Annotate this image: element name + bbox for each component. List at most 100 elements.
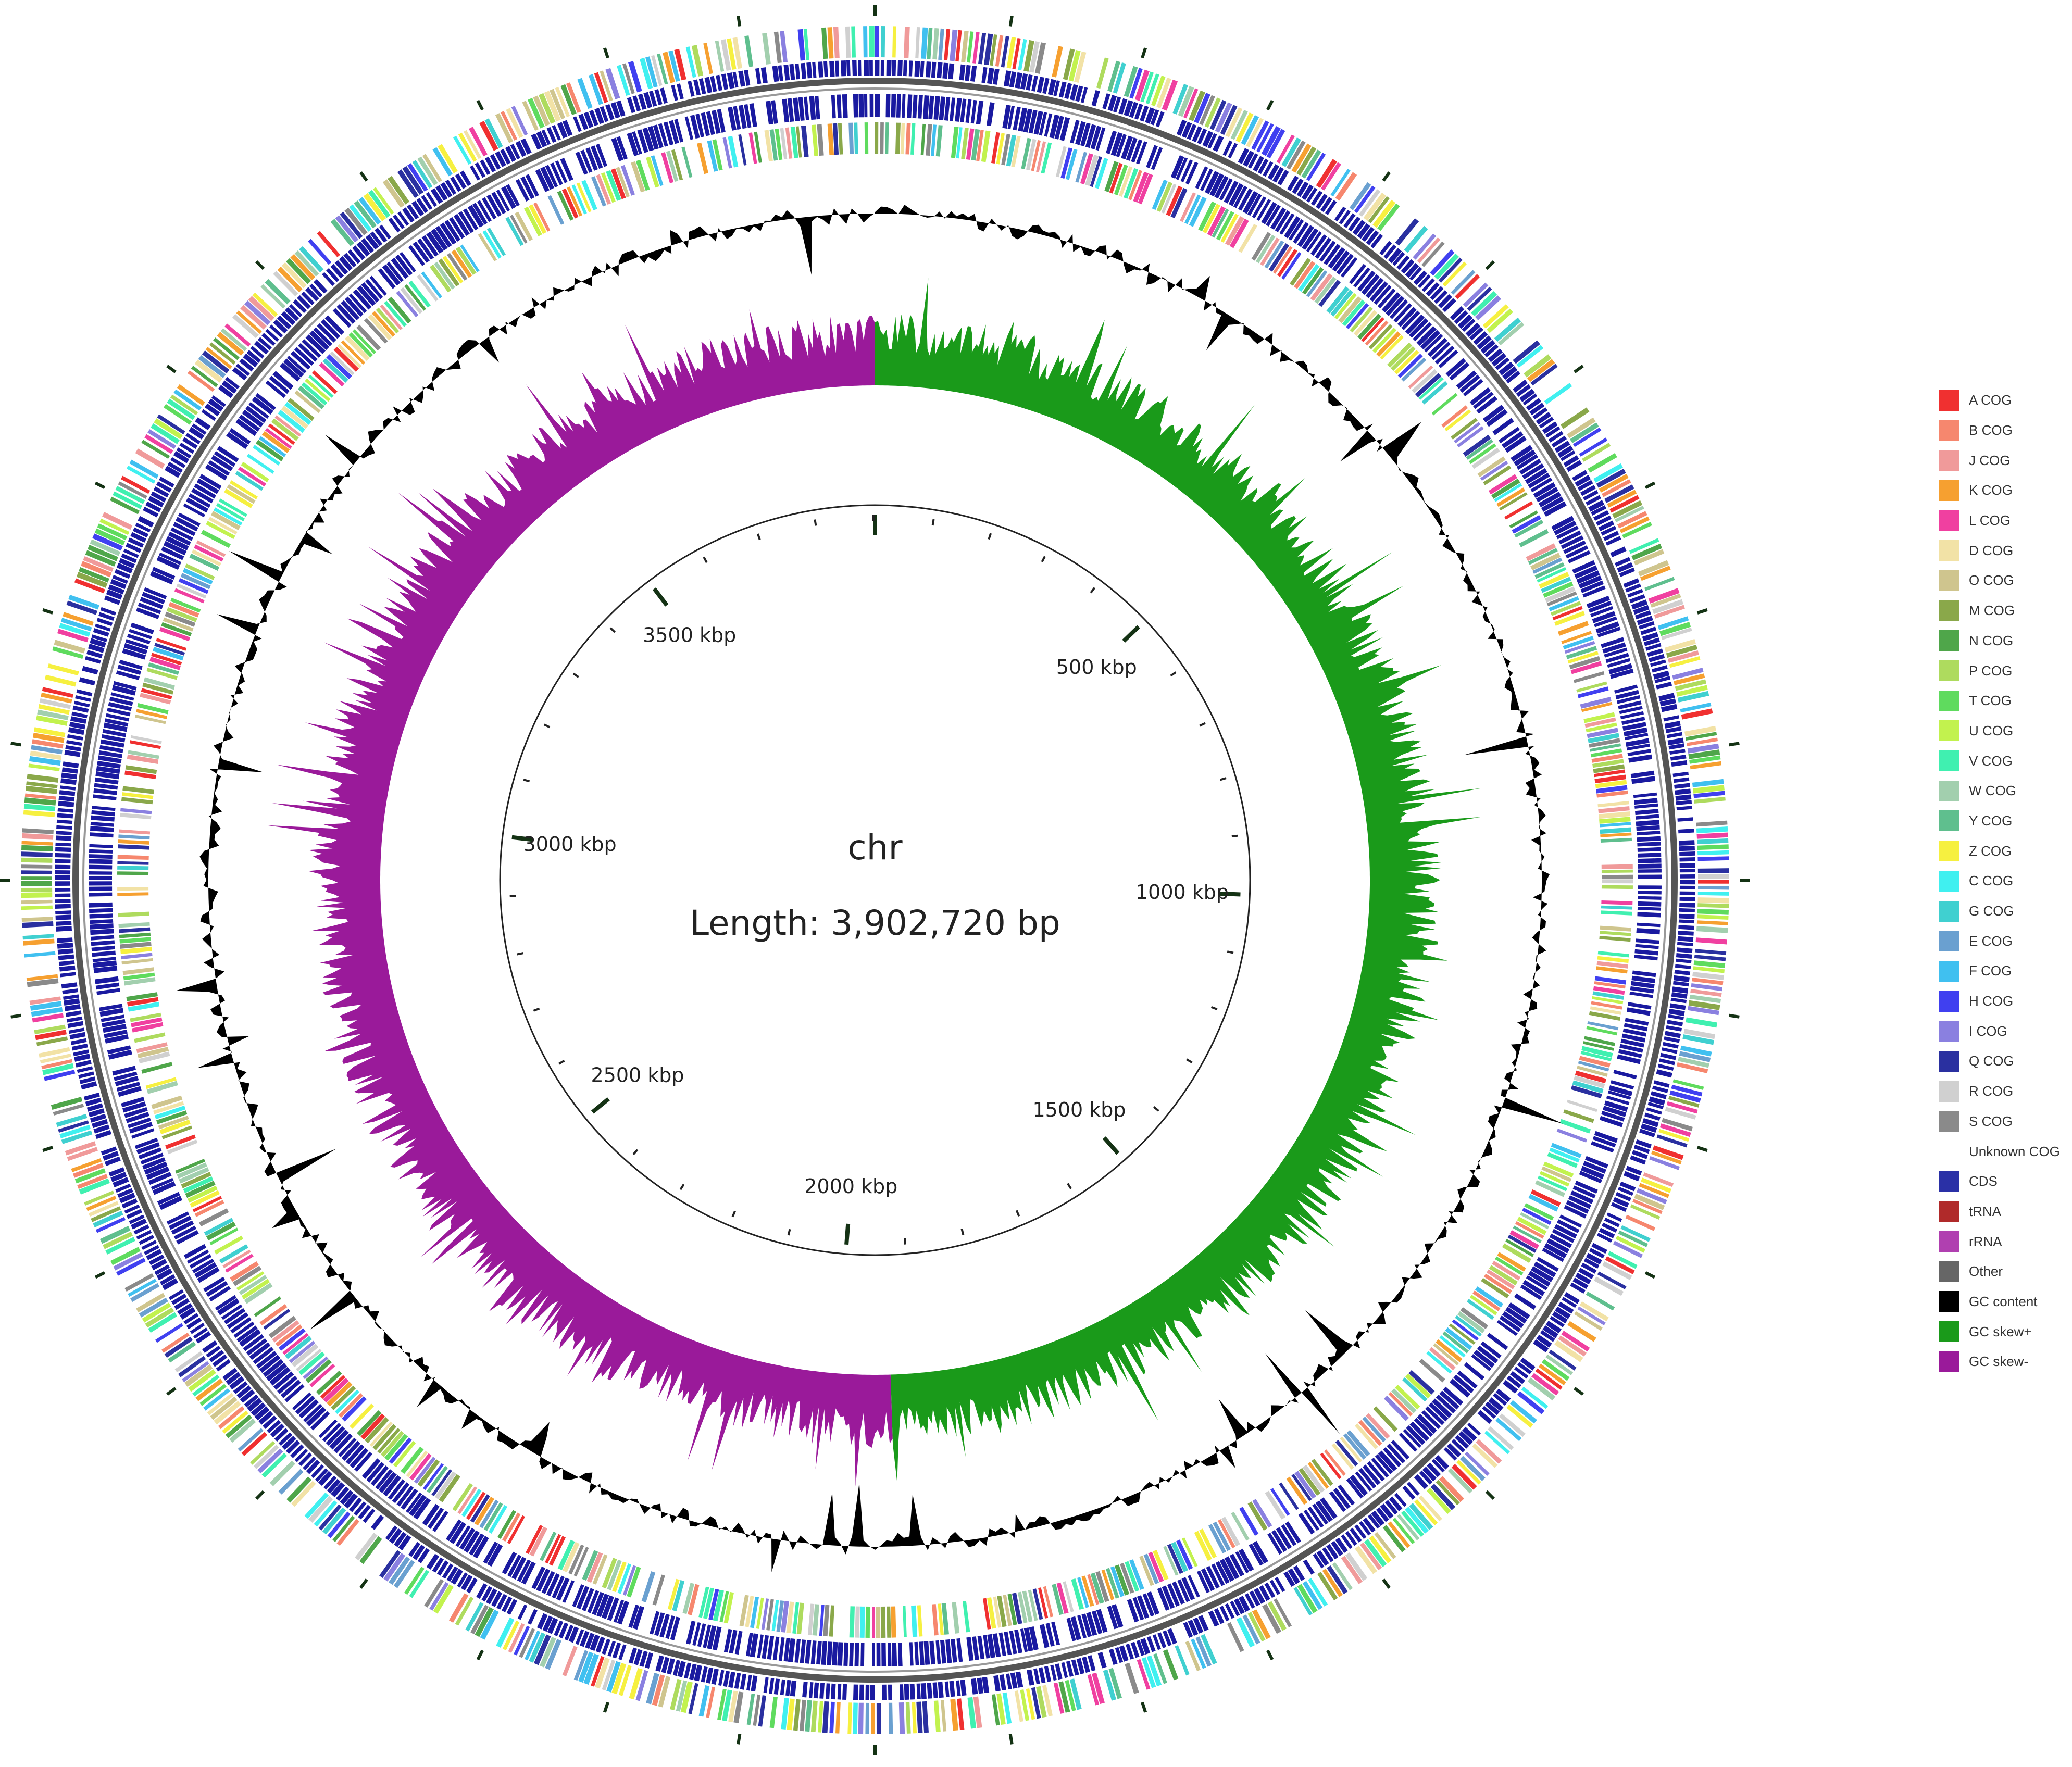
cds-feature xyxy=(1580,580,1604,593)
cds-feature xyxy=(789,64,795,80)
cds-feature xyxy=(627,97,635,114)
ruler-minor-tick xyxy=(814,519,817,526)
cds-feature xyxy=(1516,454,1539,470)
cog-feature xyxy=(1414,1499,1438,1525)
cog-feature xyxy=(1522,1208,1552,1225)
cds-feature xyxy=(119,1193,135,1204)
cds-feature xyxy=(1565,545,1589,559)
cds-feature xyxy=(1424,334,1443,353)
cds-feature xyxy=(849,1643,854,1666)
cog-feature xyxy=(128,1001,160,1012)
cog-feature xyxy=(533,95,550,127)
cds-feature xyxy=(1631,599,1648,610)
cds-feature xyxy=(1663,715,1680,722)
cog-feature xyxy=(309,1363,335,1387)
cog-feature xyxy=(216,503,245,521)
cds-feature xyxy=(703,1624,712,1648)
cds-feature xyxy=(357,285,376,306)
cog-feature xyxy=(1495,1418,1522,1442)
cds-feature xyxy=(993,1675,1001,1691)
cds-feature xyxy=(1378,1450,1397,1472)
outer-tick xyxy=(1382,1578,1391,1589)
cog-feature xyxy=(284,1336,312,1359)
cog-feature xyxy=(1497,1252,1526,1272)
cog-feature xyxy=(1526,543,1556,561)
cds-feature xyxy=(127,633,151,645)
ruler-minor-tick xyxy=(1170,671,1177,677)
cds-feature xyxy=(1188,1575,1200,1598)
cds-feature xyxy=(352,245,366,260)
cog-feature xyxy=(168,1342,196,1363)
cog-feature xyxy=(358,197,381,225)
cog-feature xyxy=(1692,779,1724,787)
cog-feature xyxy=(1203,204,1220,234)
cog-feature xyxy=(273,271,298,296)
cds-feature xyxy=(91,634,107,643)
cds-feature xyxy=(426,1553,440,1570)
cds-feature xyxy=(875,93,880,117)
cds-feature xyxy=(1679,851,1695,856)
cog-feature xyxy=(1494,317,1521,342)
cog-feature xyxy=(22,828,54,834)
cds-feature xyxy=(1238,148,1250,164)
cds-feature xyxy=(837,94,842,118)
cog-feature xyxy=(1412,369,1438,393)
cog-feature xyxy=(573,1547,589,1577)
cog-feature xyxy=(34,1024,66,1035)
cds-feature xyxy=(1624,1171,1640,1182)
cog-feature xyxy=(121,958,153,965)
legend-item: I COG xyxy=(1939,1016,2069,1046)
cds-feature xyxy=(1071,1659,1079,1676)
cds-feature xyxy=(1002,105,1011,129)
cog-feature xyxy=(291,1481,316,1507)
cds-feature xyxy=(1264,1582,1276,1598)
cog-feature xyxy=(1327,1565,1348,1594)
cds-feature xyxy=(1097,1652,1107,1669)
ruler-minor-tick xyxy=(523,779,530,783)
cog-feature xyxy=(1690,989,1722,997)
cog-feature xyxy=(892,26,896,58)
cog-feature xyxy=(1129,1559,1144,1590)
cog-feature xyxy=(261,1452,288,1478)
cds-feature xyxy=(1649,654,1665,662)
cds-feature xyxy=(445,179,457,195)
cog-feature xyxy=(931,124,937,156)
cog-feature xyxy=(129,740,161,749)
cds-feature xyxy=(1362,1464,1381,1485)
cds-feature xyxy=(1647,1101,1664,1109)
cog-feature xyxy=(996,1693,1006,1725)
cog-feature xyxy=(1546,591,1577,607)
cog-feature xyxy=(1697,844,1729,850)
cds-feature xyxy=(302,339,321,358)
cds-feature xyxy=(1513,449,1536,467)
cog-feature xyxy=(141,688,172,700)
cog-feature xyxy=(271,418,299,441)
cds-feature xyxy=(1557,445,1574,458)
cog-feature xyxy=(1662,1118,1693,1132)
cog-feature xyxy=(434,261,455,290)
cds-feature xyxy=(298,343,318,362)
cds-feature xyxy=(136,1142,160,1155)
legend-label: G COG xyxy=(1969,903,2014,919)
cds-feature xyxy=(846,60,851,76)
cog-feature xyxy=(1541,577,1571,593)
cds-feature xyxy=(638,93,647,110)
cog-feature xyxy=(63,612,94,626)
cog-feature xyxy=(359,1536,382,1564)
cog-feature xyxy=(1517,1391,1545,1414)
cds-feature xyxy=(531,1566,545,1589)
cds-feature xyxy=(1572,1185,1596,1199)
cds-feature xyxy=(521,1561,536,1585)
ruler-minor-tick xyxy=(632,1149,639,1156)
cog-feature xyxy=(261,431,290,453)
cds-feature xyxy=(119,558,135,569)
cog-feature xyxy=(1580,1051,1612,1061)
cds-feature xyxy=(841,60,846,77)
cog-feature xyxy=(738,134,747,166)
cog-feature xyxy=(1602,479,1631,497)
cog-feature xyxy=(829,1605,835,1637)
cds-feature xyxy=(1642,632,1658,642)
cds-feature xyxy=(1508,1302,1530,1320)
cds-feature xyxy=(1249,1543,1264,1566)
cds-feature xyxy=(740,1673,746,1690)
